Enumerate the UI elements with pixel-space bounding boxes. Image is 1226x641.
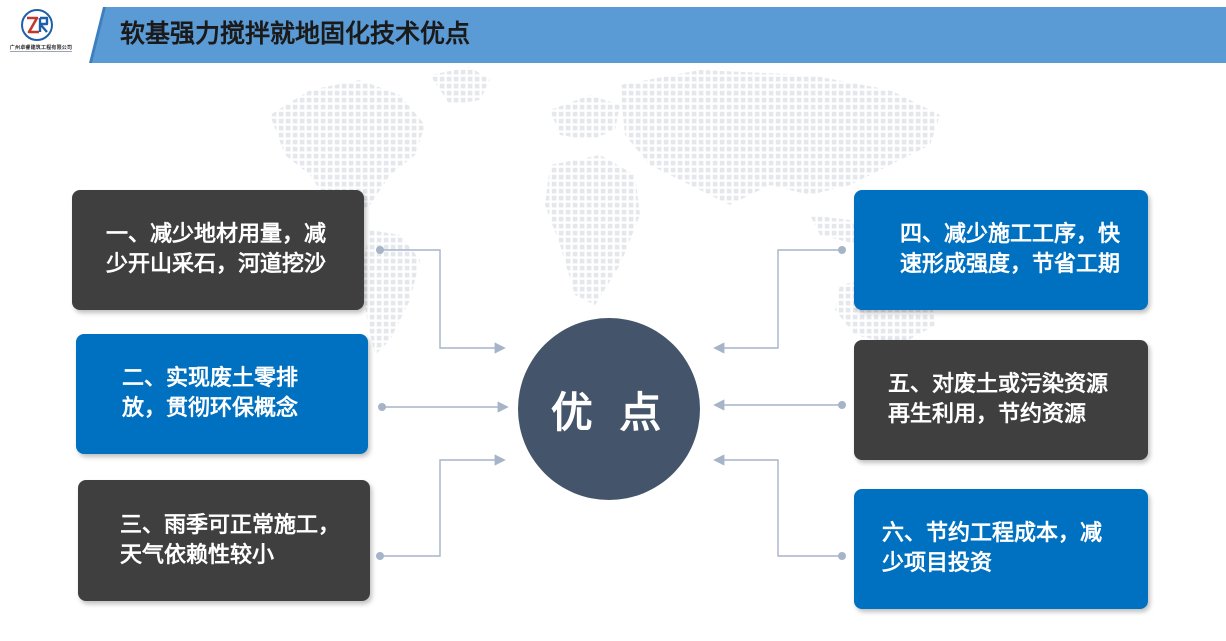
connector-1 <box>380 249 506 354</box>
advantage-card-5: 五、对废土或污染资源再生利用，节约资源 <box>854 340 1148 460</box>
connector-4 <box>713 249 842 354</box>
advantage-text-3: 三、雨季可正常施工，天气依赖性较小 <box>120 512 341 568</box>
advantage-card-1: 一、减少地材用量，减少开山采石，河道挖沙 <box>72 190 364 310</box>
world-map-background <box>270 67 968 365</box>
center-label: 优 点 <box>550 387 668 437</box>
connector-dot-5 <box>838 401 846 409</box>
company-logo-icon <box>21 9 53 41</box>
advantage-text-5: 五、对废土或污染资源再生利用，节约资源 <box>888 372 1109 427</box>
connector-dot-3 <box>376 552 384 560</box>
connector-dot-1 <box>376 246 384 254</box>
connector-6 <box>713 454 842 557</box>
company-name-english-line <box>10 51 72 52</box>
advantage-card-3: 三、雨季可正常施工，天气依赖性较小 <box>78 480 370 601</box>
world-map-continents <box>270 67 968 365</box>
title-bar <box>92 7 1226 63</box>
advantage-text-1: 一、减少地材用量，减少开山采石，河道挖沙 <box>106 222 327 277</box>
advantage-card-4: 四、减少施工工序，快速形成强度，节省工期 <box>854 190 1148 310</box>
advantage-card-6: 六、节约工程成本，减少项目投资 <box>854 489 1148 609</box>
advantage-text-2: 二、实现废土零排放，贯彻环保概念 <box>122 366 299 421</box>
advantage-text-6: 六、节约工程成本，减少项目投资 <box>882 521 1103 576</box>
connector-3 <box>380 454 506 557</box>
connector-dot-4 <box>838 246 846 254</box>
connector-dot-2 <box>378 403 386 411</box>
company-name: 广州卓睿建筑工程有限公司 <box>9 45 73 51</box>
company-logo: 广州卓睿建筑工程有限公司 <box>4 6 74 56</box>
advantage-text-4: 四、减少施工工序，快速形成强度，节省工期 <box>900 222 1121 277</box>
advantage-card-2: 二、实现废土零排放，贯彻环保概念 <box>76 334 368 454</box>
page-title: 软基强力搅拌就地固化技术优点 <box>120 19 471 48</box>
center-circle: 优 点 <box>518 318 700 500</box>
connector-dot-6 <box>838 552 846 560</box>
